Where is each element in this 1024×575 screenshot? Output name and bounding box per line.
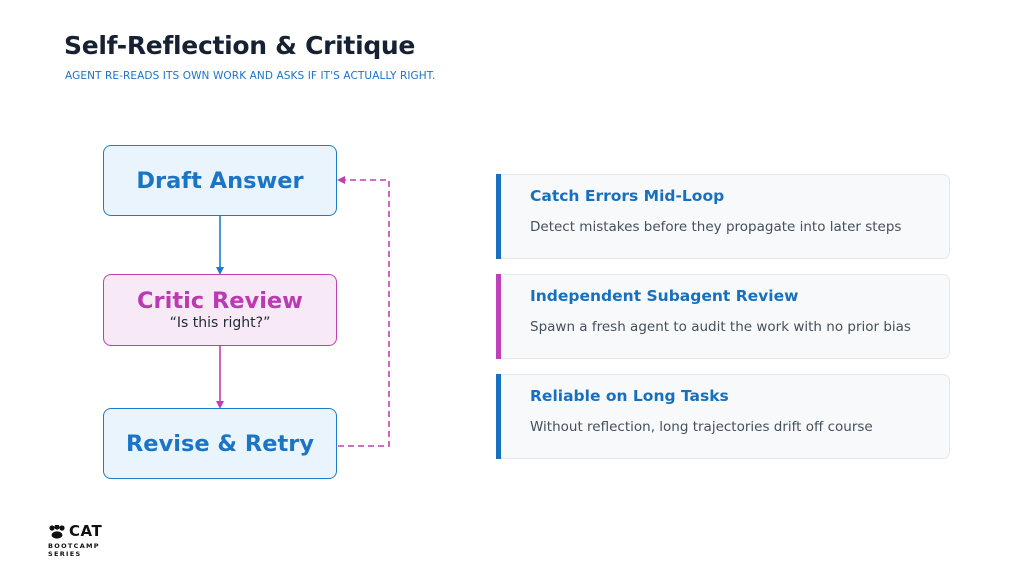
critic-review-question: “Is this right?” [169,315,271,332]
card-title: Independent Subagent Review [530,287,799,305]
page-title: Self-Reflection & Critique [64,31,416,60]
benefit-card: Reliable on Long Tasks Without reflectio… [496,374,950,459]
card-accent-bar [496,374,501,459]
benefit-card: Independent Subagent Review Spawn a fres… [496,274,950,359]
cat-bootcamp-logo: CAT BOOTCAMP SERIES [48,524,102,559]
card-accent-bar [496,174,501,259]
card-title: Catch Errors Mid-Loop [530,187,725,205]
card-description: Without reflection, long trajectories dr… [530,419,873,435]
critic-review-label: Critic Review [137,287,303,314]
logo-line-series: SERIES [48,550,82,559]
page-subtitle: AGENT RE-READS ITS OWN WORK AND ASKS IF … [65,70,436,82]
revise-retry-node: Revise & Retry [103,408,337,479]
card-description: Spawn a fresh agent to audit the work wi… [530,319,911,335]
benefit-card: Catch Errors Mid-Loop Detect mistakes be… [496,174,950,259]
critic-review-node: Critic Review “Is this right?” [103,274,337,346]
draft-answer-label: Draft Answer [136,167,304,194]
card-accent-bar [496,274,501,359]
paw-icon [49,524,65,539]
card-description: Detect mistakes before they propagate in… [530,219,902,235]
revise-retry-label: Revise & Retry [125,430,314,457]
logo-wordmark: CAT [69,522,103,540]
card-title: Reliable on Long Tasks [530,387,729,405]
logo-line-bootcamp: BOOTCAMP [48,542,100,550]
draft-answer-node: Draft Answer [103,145,337,216]
feedback-loop-arrow [337,176,390,447]
